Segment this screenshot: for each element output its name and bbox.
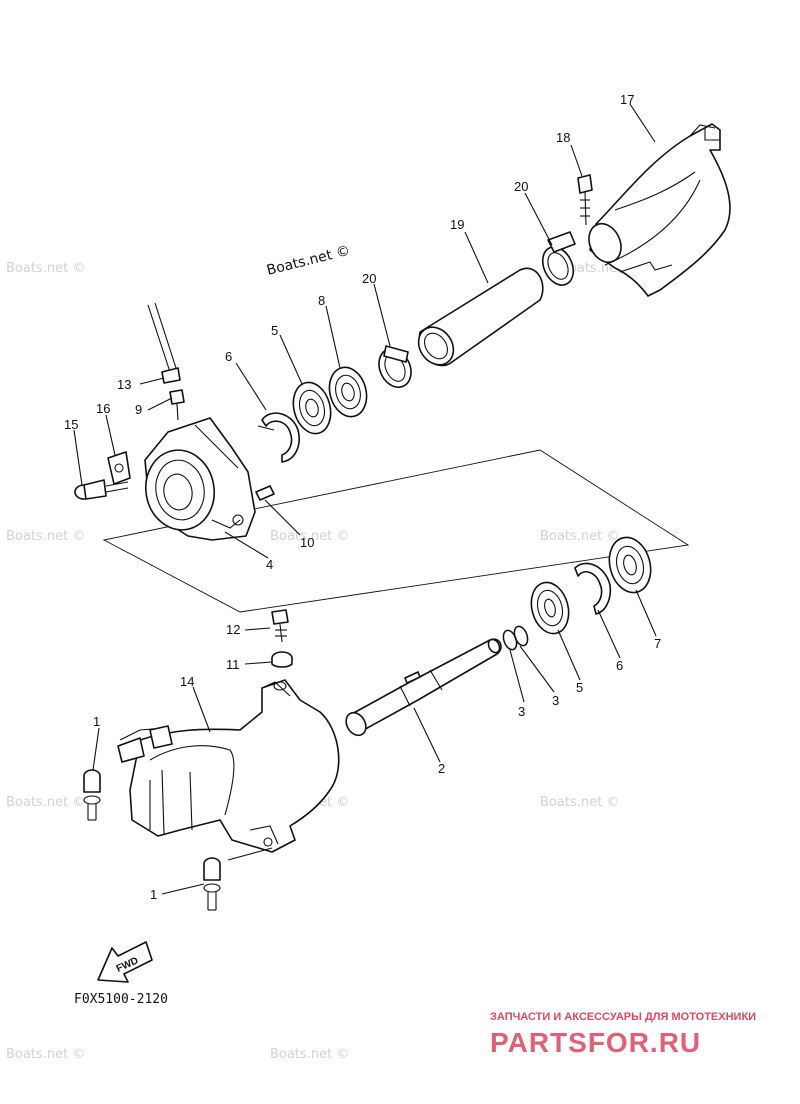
diagram-code: F0X5100-2120 xyxy=(74,992,168,1007)
watermark: Boats.net © xyxy=(270,1047,349,1062)
callout-20: 20 xyxy=(362,271,376,286)
part-20-hose-clamp-upper xyxy=(541,231,576,286)
callout-3: 3 xyxy=(552,693,559,708)
part-15-bolt xyxy=(74,479,129,500)
callout-3: 3 xyxy=(518,704,525,719)
callout-13: 13 xyxy=(117,377,131,392)
watermark: Boats.net © xyxy=(540,795,619,810)
callout-12: 12 xyxy=(226,622,240,637)
part-1-stud-upper xyxy=(83,769,101,821)
part-14-intake-housing xyxy=(117,679,340,853)
callout-15: 15 xyxy=(64,417,78,432)
fwd-arrow-icon: FWD xyxy=(97,941,153,983)
part-6-circlip-lower xyxy=(574,562,612,615)
part-7-bearing xyxy=(608,536,652,594)
callout-17: 17 xyxy=(620,92,634,107)
callout-11: 11 xyxy=(226,657,240,672)
part-17-nozzle-housing xyxy=(588,123,731,297)
watermark-main: Boats.net © xyxy=(265,243,352,279)
assembly-outline xyxy=(102,449,690,613)
watermark: Boats.net © xyxy=(6,1047,85,1062)
part-4-bearing-housing xyxy=(144,417,256,541)
watermark: Boats.net © xyxy=(6,795,85,810)
watermark: Boats.net © xyxy=(270,529,349,544)
callout-19: 19 xyxy=(450,217,464,232)
callout-numbers: 17 18 20 19 20 8 5 6 13 9 16 15 10 4 12 … xyxy=(64,92,661,902)
part-2-drive-shaft xyxy=(345,638,502,737)
watermark: Boats.net © xyxy=(6,529,85,544)
callout-10: 10 xyxy=(300,535,314,550)
brand-name: PARTSFOR.RU xyxy=(490,1027,701,1058)
brand-tagline: ЗАПЧАСТИ И АКСЕССУАРЫ ДЛЯ МОТОТЕХНИКИ xyxy=(490,1011,756,1023)
part-18-bolt xyxy=(577,174,593,226)
part-12-bolt xyxy=(271,609,289,643)
watermark: Boats.net © xyxy=(6,261,85,276)
part-10-dowel-pin xyxy=(255,485,275,501)
callout-18: 18 xyxy=(556,130,570,145)
part-3-o-rings xyxy=(502,625,529,651)
watermark: Boats.net © xyxy=(540,529,619,544)
callout-2: 2 xyxy=(438,761,445,776)
callout-4: 4 xyxy=(266,557,273,572)
callout-20: 20 xyxy=(514,179,528,194)
part-13-9-fittings xyxy=(147,302,185,421)
part-8-bearing xyxy=(328,366,368,418)
callout-14: 14 xyxy=(180,674,194,689)
part-1-stud-lower xyxy=(203,857,221,911)
part-19-hose xyxy=(417,267,544,367)
callout-16: 16 xyxy=(96,401,110,416)
callout-6: 6 xyxy=(616,658,623,673)
brand-watermark: ЗАПЧАСТИ И АКСЕССУАРЫ ДЛЯ МОТОТЕХНИКИ PA… xyxy=(490,1011,756,1058)
part-6-circlip-upper xyxy=(257,412,300,463)
faint-watermarks: Boats.net © Boats.net © Boats.net © Boat… xyxy=(6,261,639,1062)
callout-8: 8 xyxy=(318,293,325,308)
callout-7: 7 xyxy=(654,636,661,651)
part-11-collar xyxy=(271,651,293,668)
callout-1: 1 xyxy=(150,887,157,902)
leader-lines xyxy=(73,103,657,895)
callout-1: 1 xyxy=(93,714,100,729)
part-5-bearing-lower xyxy=(530,581,570,635)
callout-5: 5 xyxy=(576,680,583,695)
part-5-bearing-upper xyxy=(292,381,332,435)
callout-6: 6 xyxy=(225,349,232,364)
part-20-hose-clamp-lower xyxy=(378,345,412,389)
callout-5: 5 xyxy=(271,323,278,338)
callout-9: 9 xyxy=(135,402,142,417)
part-16-lock-plate xyxy=(107,451,131,485)
